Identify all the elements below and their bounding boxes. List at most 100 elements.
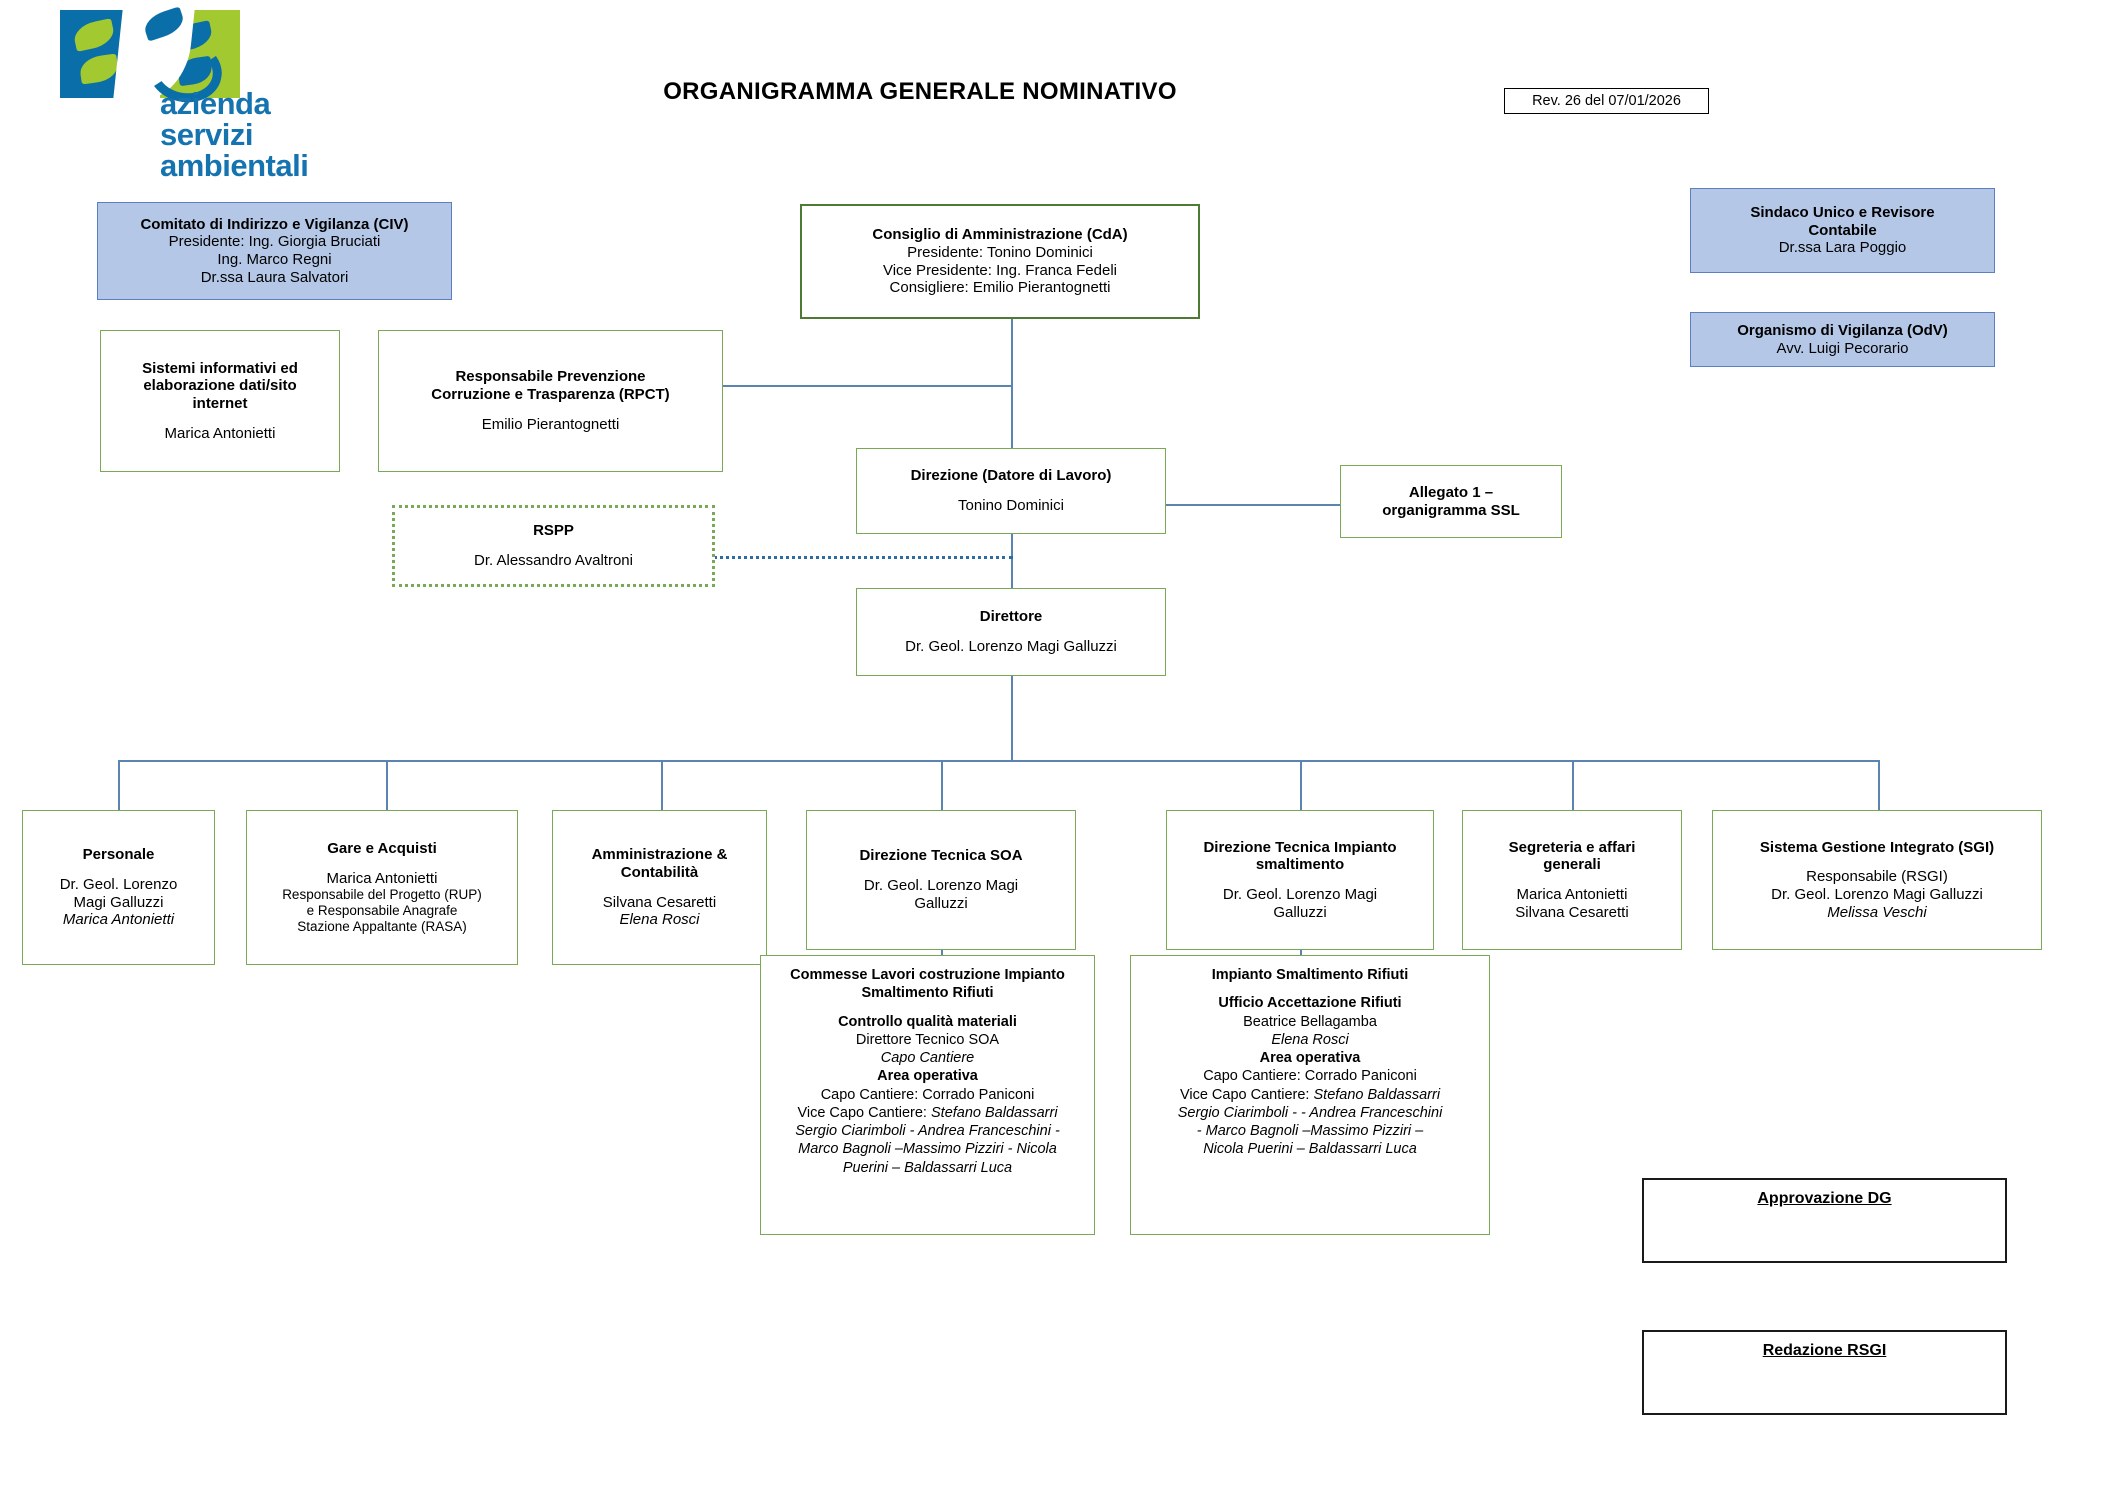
page-title: ORGANIGRAMMA GENERALE NOMINATIVO	[663, 78, 1177, 105]
node-impianto-smaltimento-line: Impianto Smaltimento Rifiuti	[1211, 967, 1409, 983]
signature-label: Redazione RSGI	[1762, 1342, 1887, 1359]
node-segreteria-affari-generali-title: generali	[1543, 856, 1601, 874]
node-sindaco-unico[interactable]: Sindaco Unico e Revisore Contabile Dr.ss…	[1690, 188, 1995, 273]
connector-drop-amministrazione	[661, 760, 663, 810]
node-sindaco-name: Dr.ssa Lara Poggio	[1778, 239, 1907, 257]
node-commesse-lavori-line: Capo Cantiere: Corrado Paniconi	[820, 1086, 1035, 1103]
node-personale-title: Personale	[82, 846, 155, 864]
node-civ-title: Comitato di Indirizzo e Vigilanza (CIV)	[140, 215, 409, 233]
node-commesse-lavori-line: Direttore Tecnico SOA	[855, 1031, 1000, 1048]
node-odv-title: Organismo di Vigilanza (OdV)	[1737, 321, 1948, 339]
node-rpct[interactable]: Responsabile Prevenzione Corruzione e Tr…	[378, 330, 723, 472]
node-cda[interactable]: Consiglio di Amministrazione (CdA) Presi…	[800, 204, 1200, 319]
node-rspp-name: Dr. Alessandro Avaltroni	[474, 552, 633, 569]
node-direzione-tecnica-impianto-smaltimento-title: smaltimento	[1255, 856, 1345, 874]
node-direzione-tecnica-impianto-smaltimento-line: Dr. Geol. Lorenzo Magi	[1222, 886, 1378, 903]
node-amministrazione-contabilita-title: Contabilità	[620, 863, 699, 881]
node-sistema-gestione-integrato-line: Responsabile (RSGI)	[1806, 868, 1948, 886]
node-direzione-tecnica-soa-title: Direzione Tecnica SOA	[859, 847, 1023, 865]
connector-drop-sgi	[1878, 760, 1880, 810]
connector-rspp-dotted	[713, 556, 1013, 559]
node-direzione-tecnica-impianto-smaltimento-line: Galluzzi	[1273, 903, 1327, 921]
logo-word-ambientali: ambientali	[160, 148, 309, 183]
node-commesse-lavori-line: Marco Bagnoli –Massimo Pizziri - Nicola	[798, 1141, 1057, 1158]
node-sistemi-informativi[interactable]: Sistemi informativi ed elaborazione dati…	[100, 330, 340, 472]
node-gare-e-acquisti-line: Stazione Appaltante (RASA)	[297, 919, 467, 935]
node-commesse-lavori-line: Capo Cantiere	[880, 1050, 975, 1067]
node-gare-e-acquisti-line: Responsabile del Progetto (RUP)	[282, 887, 482, 903]
node-commesse-lavori-line: Area operativa	[877, 1068, 978, 1085]
node-impianto-smaltimento-line: Area operativa	[1259, 1050, 1361, 1067]
node-odv-name: Avv. Luigi Pecorario	[1776, 339, 1909, 357]
node-impianto-smaltimento-line: Nicola Puerini – Baldassarri Luca	[1203, 1141, 1417, 1158]
node-rpct-title-line1: Responsabile Prevenzione	[455, 368, 646, 386]
node-sistema-gestione-integrato-line: Dr. Geol. Lorenzo Magi Galluzzi	[1771, 886, 1983, 903]
node-sistema-gestione-integrato[interactable]: Sistema Gestione Integrato (SGI) Responsa…	[1712, 810, 2042, 950]
node-amministrazione-contabilita-line: Silvana Cesaretti	[602, 893, 717, 911]
node-sistemi-title-line1: Sistemi informativi ed	[142, 359, 298, 377]
connector-drop-soa	[941, 760, 943, 810]
node-impianto-smaltimento-line: Vice Capo Cantiere: Stefano Baldassarri	[1179, 1086, 1441, 1103]
node-impianto-smaltimento-line: Capo Cantiere: Corrado Paniconi	[1203, 1068, 1417, 1085]
connector-direttore-down	[1011, 676, 1013, 761]
connector-drop-personale	[118, 760, 120, 810]
node-sindaco-title-line1: Sindaco Unico e Revisore	[1750, 203, 1935, 221]
node-odv[interactable]: Organismo di Vigilanza (OdV) Avv. Luigi …	[1690, 312, 1995, 367]
logo-word-servizi: servizi	[160, 117, 254, 152]
node-direzione[interactable]: Direzione (Datore di Lavoro) Tonino Domi…	[856, 448, 1166, 534]
node-rpct-title-line2: Corruzione e Trasparenza (RPCT)	[431, 386, 670, 404]
node-sistemi-name: Marica Antonietti	[164, 424, 276, 442]
node-cda-line3: Consigliere: Emilio Pierantognetti	[889, 279, 1111, 297]
connector-cda-direzione	[1011, 318, 1013, 448]
node-civ-line2: Ing. Marco Regni	[217, 251, 332, 268]
node-commesse-lavori-line: Sergio Ciarimboli - Andrea Franceschini …	[795, 1123, 1060, 1140]
node-commesse-lavori-line: Vice Capo Cantiere: Stefano Baldassarri	[797, 1104, 1058, 1121]
node-civ-line1: Presidente: Ing. Giorgia Bruciati	[168, 233, 381, 251]
connector-direzione-direttore	[1011, 534, 1013, 590]
signature-box-approvazione-dg[interactable]: Approvazione DG	[1642, 1178, 2007, 1263]
node-direzione-tecnica-soa[interactable]: Direzione Tecnica SOA Dr. Geol. Lorenzo M…	[806, 810, 1076, 950]
node-direttore-name: Dr. Geol. Lorenzo Magi Galluzzi	[905, 638, 1117, 655]
node-commesse-lavori-line: Puerini – Baldassarri Luca	[842, 1159, 1013, 1176]
node-rspp[interactable]: RSPP Dr. Alessandro Avaltroni	[392, 505, 715, 587]
node-direzione-title: Direzione (Datore di Lavoro)	[910, 467, 1112, 485]
node-direzione-tecnica-soa-line: Galluzzi	[914, 894, 968, 912]
connector-direzione-allegato	[1166, 504, 1341, 506]
logo-wordmark: azienda servizi ambientali	[160, 86, 309, 183]
node-cda-title: Consiglio di Amministrazione (CdA)	[872, 226, 1128, 244]
node-civ-line3: Dr.ssa Laura Salvatori	[200, 268, 349, 286]
node-direzione-tecnica-impianto-smaltimento-title: Direzione Tecnica Impianto	[1203, 838, 1397, 856]
node-segreteria-affari-generali-line: Silvana Cesaretti	[1515, 903, 1629, 921]
node-sindaco-title-line2: Contabile	[1808, 221, 1877, 239]
node-segreteria-affari-generali-title: Segreteria e affari	[1508, 838, 1636, 856]
signature-box-redazione-rsgi[interactable]: Redazione RSGI	[1642, 1330, 2007, 1415]
connector-department-bus	[118, 760, 1878, 762]
node-direzione-name: Tonino Dominici	[958, 497, 1064, 514]
node-direzione-tecnica-soa-line: Dr. Geol. Lorenzo Magi	[863, 877, 1019, 895]
logo-word-azienda: azienda	[160, 86, 271, 121]
node-civ[interactable]: Comitato di Indirizzo e Vigilanza (CIV) …	[97, 202, 452, 300]
node-sistema-gestione-integrato-line: Melissa Veschi	[1827, 903, 1927, 921]
node-sistemi-title-line2: elaborazione dati/sito	[143, 377, 297, 395]
connector-drop-gare	[386, 760, 388, 810]
node-allegato-ssl[interactable]: Allegato 1 – organigramma SSL	[1340, 465, 1562, 538]
node-allegato-line1: Allegato 1 –	[1408, 483, 1494, 501]
node-gare-e-acquisti-line: e Responsabile Anagrafe	[306, 903, 458, 919]
node-personale-line: Dr. Geol. Lorenzo	[59, 875, 178, 893]
node-segreteria-affari-generali-line: Marica Antonietti	[1516, 886, 1628, 903]
node-impianto-smaltimento-line: - Marco Bagnoli –Massimo Pizziri –	[1196, 1123, 1424, 1140]
revision-badge: Rev. 26 del 07/01/2026	[1504, 88, 1709, 114]
node-direttore[interactable]: Direttore Dr. Geol. Lorenzo Magi Galluzz…	[856, 588, 1166, 676]
node-amministrazione-contabilita-line: Elena Rosci	[619, 911, 700, 929]
node-impianto-smaltimento-line: Ufficio Accettazione Rifiuti	[1218, 995, 1402, 1012]
node-direttore-title: Direttore	[979, 608, 1043, 626]
node-sistema-gestione-integrato-title: Sistema Gestione Integrato (SGI)	[1759, 838, 1995, 856]
company-logo: azienda servizi ambientali	[60, 6, 410, 181]
